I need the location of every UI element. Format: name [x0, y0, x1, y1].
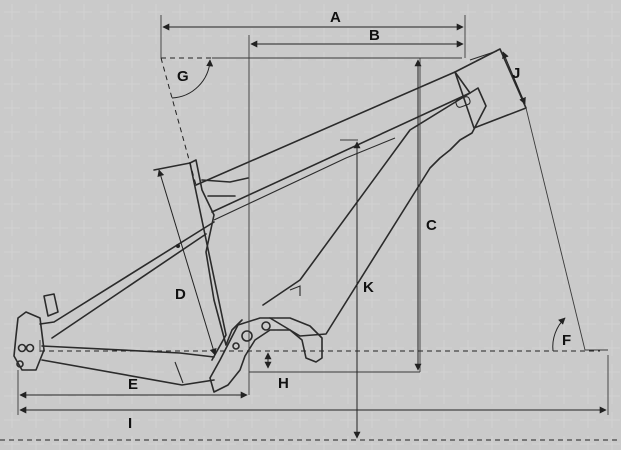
- label-c: C: [426, 217, 437, 234]
- label-g: G: [177, 68, 189, 85]
- label-a: A: [330, 9, 341, 26]
- label-h: H: [278, 375, 289, 392]
- label-j: J: [512, 65, 520, 82]
- label-k: K: [363, 279, 374, 296]
- reference-lines: [0, 57, 621, 441]
- label-f: F: [562, 332, 571, 349]
- label-b: B: [369, 27, 380, 44]
- label-d: D: [175, 286, 186, 303]
- label-i: I: [128, 415, 132, 432]
- label-e: E: [128, 376, 138, 393]
- dimension-labels: A B C D E F G H I J K: [128, 9, 571, 432]
- dimension-lines: [19, 23, 607, 439]
